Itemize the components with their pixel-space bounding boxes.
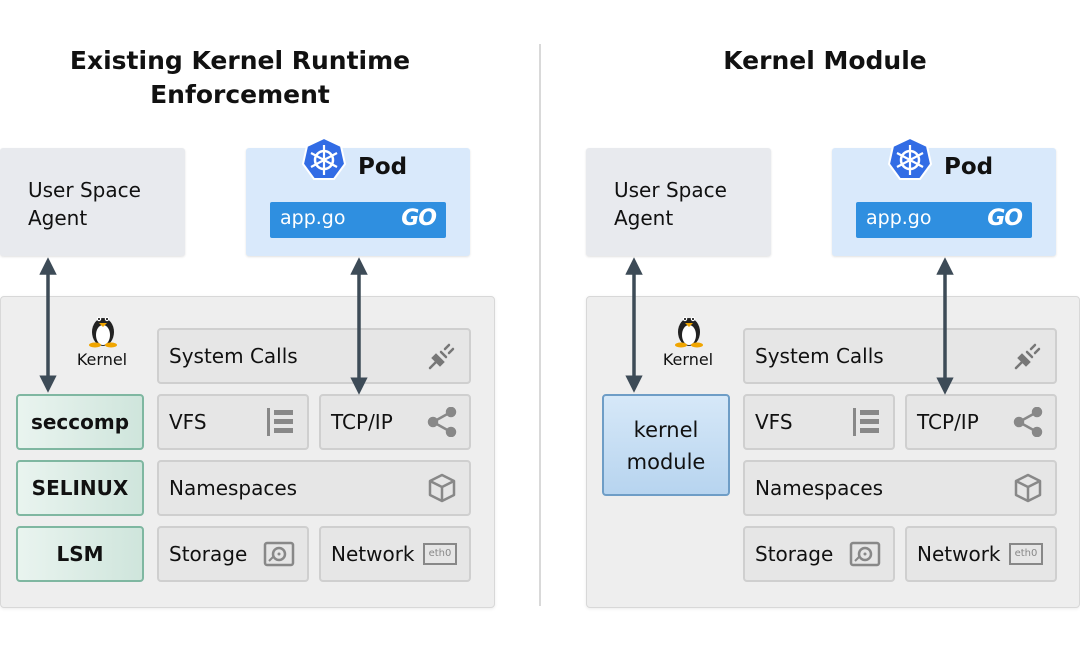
disk-icon	[263, 541, 295, 567]
storage-label: Storage	[755, 542, 834, 566]
kernel-label: Kernel	[76, 350, 128, 369]
kernel-label: Kernel	[662, 350, 714, 369]
tux-icon	[89, 316, 117, 348]
kernel-module-label-line2: module	[626, 450, 706, 474]
network-box: Network eth0	[319, 526, 471, 582]
right-title: Kernel Module	[723, 46, 927, 75]
security-module-seccomp: seccomp	[16, 394, 144, 450]
system-calls-label: System Calls	[169, 344, 298, 368]
namespaces-label: Namespaces	[755, 476, 884, 500]
kernel-module-box: kernel module	[602, 394, 730, 496]
agent-label-line2: Agent	[614, 206, 674, 230]
network-box: Network eth0	[905, 526, 1057, 582]
plug-icon	[1014, 343, 1041, 370]
list-icon	[267, 408, 293, 436]
pod-label: Pod	[944, 154, 994, 180]
ethernet-icon: eth0	[1009, 543, 1043, 565]
cube-icon	[1014, 473, 1042, 503]
security-module-lsm: LSM	[16, 526, 144, 582]
pod-label: Pod	[358, 154, 408, 180]
vfs-label: VFS	[169, 410, 207, 434]
storage-box: Storage	[743, 526, 895, 582]
storage-label: Storage	[169, 542, 248, 566]
vfs-label: VFS	[755, 410, 793, 434]
share-icon	[1013, 407, 1043, 437]
agent-label-line2: Agent	[28, 206, 88, 230]
vfs-box: VFS	[743, 394, 895, 450]
kubernetes-icon	[887, 136, 933, 180]
tcpip-label: TCP/IP	[331, 410, 393, 434]
pod-box: Pod app.go GO	[246, 136, 470, 256]
tcpip-label: TCP/IP	[917, 410, 979, 434]
left-title-line1: Existing Kernel Runtime	[69, 46, 411, 75]
namespaces-label: Namespaces	[169, 476, 298, 500]
ethernet-icon: eth0	[423, 543, 457, 565]
kernel-module-label-line1: kernel	[633, 418, 699, 442]
app-label: app.go	[280, 207, 346, 229]
list-icon	[853, 408, 879, 436]
left-panel: Existing Kernel Runtime Enforcement User…	[0, 46, 495, 608]
namespaces-box: Namespaces	[743, 460, 1057, 516]
right-arrows	[625, 257, 954, 395]
system-calls-box: System Calls	[743, 328, 1057, 384]
network-label: Network	[331, 542, 415, 566]
kubernetes-icon	[301, 136, 347, 180]
left-title-line2: Enforcement	[150, 80, 330, 109]
disk-icon	[849, 541, 881, 567]
go-logo: GO	[401, 206, 437, 231]
namespaces-box: Namespaces	[157, 460, 471, 516]
vfs-box: VFS	[157, 394, 309, 450]
app-go-bar: app.go GO	[856, 202, 1032, 238]
agent-label-line1: User Space	[614, 178, 727, 202]
system-calls-label: System Calls	[755, 344, 884, 368]
share-icon	[427, 407, 457, 437]
agent-label-line1: User Space	[28, 178, 141, 202]
app-go-bar: app.go GO	[270, 202, 446, 238]
network-label: Network	[917, 542, 1001, 566]
app-label: app.go	[866, 207, 932, 229]
security-module-selinux: SELINUX	[16, 460, 144, 516]
go-logo: GO	[987, 206, 1023, 231]
tux-icon	[675, 316, 703, 348]
storage-box: Storage	[157, 526, 309, 582]
left-arrows	[39, 257, 368, 395]
plug-icon	[428, 343, 455, 370]
tcpip-box: TCP/IP	[319, 394, 471, 450]
panel-divider	[539, 44, 541, 606]
system-calls-box: System Calls	[157, 328, 471, 384]
pod-box: Pod app.go GO	[832, 136, 1056, 256]
cube-icon	[428, 473, 456, 503]
tcpip-box: TCP/IP	[905, 394, 1057, 450]
